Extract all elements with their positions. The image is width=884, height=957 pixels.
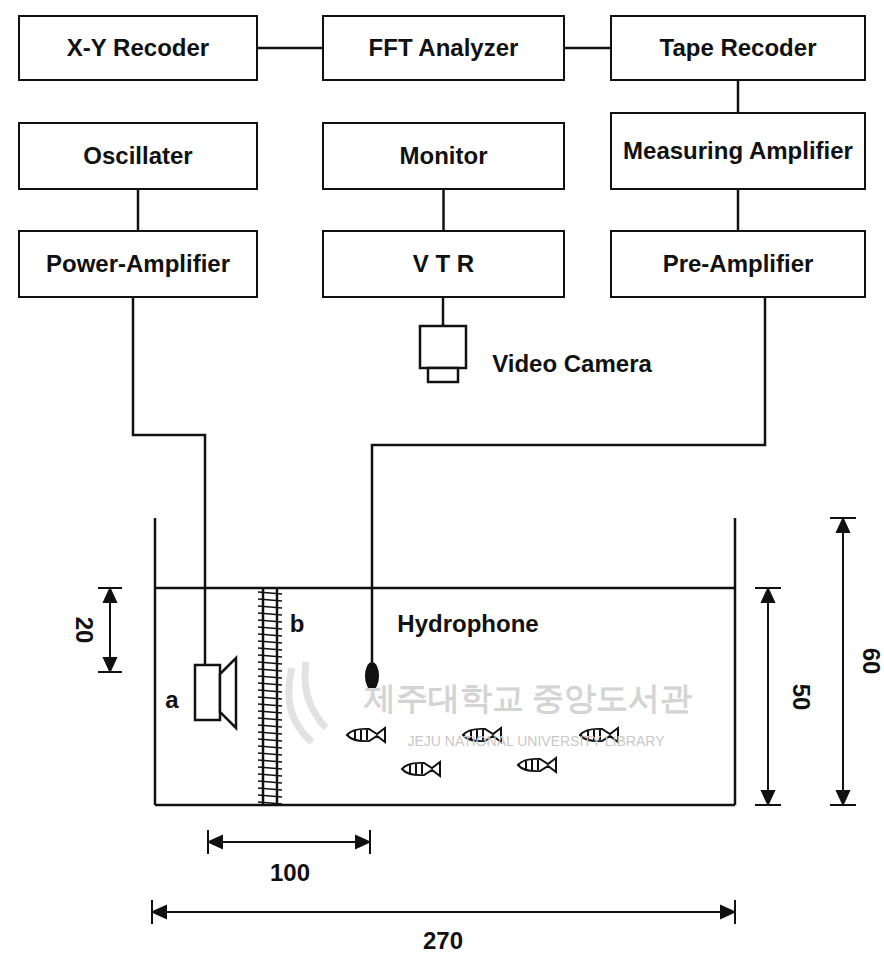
device-box: X-Y Recoder: [18, 15, 258, 81]
device-label: Monitor: [400, 142, 488, 170]
net-mesh-line: [258, 690, 282, 692]
camera-label: Video Camera: [492, 352, 652, 376]
net-mesh-line: [258, 781, 282, 783]
speaker-cone: [220, 658, 236, 728]
part-label: Hydrophone: [397, 612, 538, 636]
device-label: FFT Analyzer: [369, 34, 519, 62]
water-line: [155, 587, 735, 590]
camera-lens: [428, 368, 458, 382]
watermark: JEJU NATIONAL UNIVERSITY LIBRARY: [408, 734, 665, 748]
dimension-value: 60: [859, 648, 883, 675]
connector-line: [565, 47, 610, 50]
hydrophone-wire: [372, 298, 765, 662]
net-mesh-line: [258, 732, 282, 734]
device-label: V T R: [413, 250, 474, 278]
net-mesh-line: [258, 683, 282, 685]
net-mesh-line: [258, 641, 282, 643]
net-mesh-line: [258, 697, 282, 699]
net-mesh-line: [258, 725, 282, 727]
connector-line: [737, 190, 740, 230]
net-mesh-line: [258, 753, 282, 755]
dimension-value: 20: [72, 617, 96, 644]
tank-bottom: [155, 804, 735, 807]
net-mesh: [258, 592, 282, 804]
camera-body: [420, 326, 466, 368]
net-mesh-line: [258, 795, 282, 797]
net-mesh-line: [258, 669, 282, 671]
net-mesh-line: [258, 648, 282, 650]
device-box: Oscillater: [18, 122, 258, 190]
device-label: Measuring Amplifier: [623, 137, 853, 165]
connector-line: [737, 81, 740, 112]
net-mesh-line: [258, 620, 282, 622]
net-mesh-line: [258, 718, 282, 720]
device-box: Monitor: [322, 122, 565, 190]
speaker-body: [195, 665, 220, 720]
watermark-logo: [289, 662, 326, 742]
net-mesh-line: [258, 802, 282, 804]
device-label: X-Y Recoder: [67, 34, 209, 62]
part-letter: b: [290, 612, 305, 636]
net-mesh-line: [258, 599, 282, 601]
net-mesh-line: [258, 676, 282, 678]
dimension-lines: [98, 518, 856, 924]
net-mesh-line: [258, 774, 282, 776]
net-mesh-line: [258, 788, 282, 790]
net-mesh-line: [258, 655, 282, 657]
net-mesh-line: [258, 634, 282, 636]
tank-wall: [734, 518, 737, 805]
device-box: V T R: [322, 230, 565, 298]
net-mesh-line: [258, 606, 282, 608]
speaker-wire: [133, 298, 205, 665]
net-mesh-line: [258, 711, 282, 713]
device-label: Power-Amplifier: [46, 250, 230, 278]
net-mesh-line: [258, 613, 282, 615]
net-mesh-line: [258, 767, 282, 769]
net-mesh-line: [258, 760, 282, 762]
device-label: Oscillater: [83, 142, 192, 170]
dimension-value: 270: [423, 929, 463, 953]
net-mesh-line: [258, 704, 282, 706]
connector-line: [137, 190, 140, 230]
device-box: FFT Analyzer: [322, 15, 565, 81]
part-letter: a: [165, 688, 178, 712]
dimension-value: 50: [789, 684, 813, 711]
tank-wall: [154, 518, 157, 805]
device-box: Pre-Amplifier: [610, 230, 866, 298]
net-mesh-line: [258, 739, 282, 741]
net-mesh-line: [258, 746, 282, 748]
net-mesh-line: [258, 627, 282, 629]
camera-cable: [442, 298, 445, 326]
connector-line: [258, 47, 322, 50]
dimension-value: 100: [270, 861, 310, 885]
connector-line: [442, 190, 445, 230]
device-box: Power-Amplifier: [18, 230, 258, 298]
watermark: 제주대학교 중앙도서관: [364, 682, 693, 714]
net-mesh-line: [258, 662, 282, 664]
device-label: Tape Recoder: [660, 34, 817, 62]
device-label: Pre-Amplifier: [663, 250, 814, 278]
device-box: Tape Recoder: [610, 15, 866, 81]
net-mesh-line: [258, 592, 282, 594]
net-line: [276, 588, 279, 805]
device-box: Measuring Amplifier: [610, 112, 866, 190]
